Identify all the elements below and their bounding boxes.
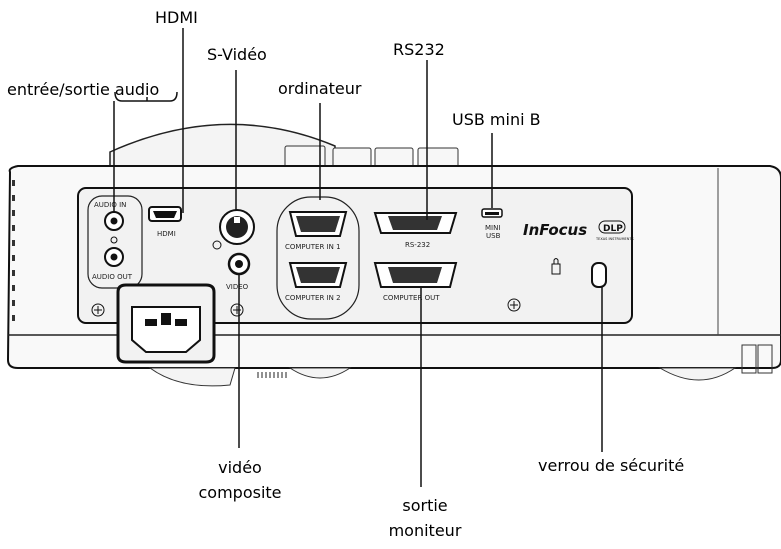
center-foot	[288, 367, 352, 379]
connector-panel	[77, 187, 633, 324]
audio-separator-icon	[110, 236, 118, 244]
svideo-key	[234, 217, 240, 223]
callout-video-composite-line1: vidéo	[218, 458, 262, 477]
svideo-icon	[212, 240, 222, 250]
power-pin-left	[145, 319, 157, 326]
callout-sortie-line1: sortie	[402, 496, 448, 515]
composite-video-hole	[235, 260, 243, 268]
lock-icon-shackle	[553, 258, 559, 264]
left-foot	[148, 367, 236, 387]
audio-out-label: AUDIO OUT	[92, 273, 133, 281]
hdmi-panel-label: HDMI	[157, 230, 176, 238]
callout-usb: USB mini B	[452, 110, 541, 129]
computer-out-port	[373, 262, 458, 288]
callout-lines	[113, 28, 603, 487]
power-pin-center	[161, 313, 171, 325]
rs232-panel-label: RS-232	[405, 241, 430, 249]
dlp-logo: DLP	[603, 224, 623, 234]
panel-screws	[91, 298, 521, 317]
infocus-logo: InFocus	[523, 221, 587, 239]
vent-holes	[12, 180, 15, 321]
callout-verrou: verrou de sécurité	[538, 456, 685, 475]
rs232-port	[373, 212, 458, 234]
callout-rs232: RS232	[393, 40, 445, 59]
right-foot	[658, 367, 737, 381]
computer-out-label: COMPUTER OUT	[383, 294, 440, 302]
computer-in-group-outline	[276, 196, 360, 320]
power-socket	[131, 306, 201, 353]
texas-instruments-label: TEXAS INSTRUMENTS	[595, 237, 634, 241]
video-panel-label: VIDEO	[226, 283, 249, 291]
power-pin-right	[175, 319, 187, 326]
computer-in-2-port	[288, 262, 348, 288]
security-lock-slot	[591, 262, 607, 288]
computer-in-1-label: COMPUTER IN 1	[285, 243, 341, 251]
usb-panel-label-2: USB	[486, 232, 501, 240]
computer-in-2-label: COMPUTER IN 2	[285, 294, 341, 302]
top-buttons	[284, 145, 459, 169]
lock-icon	[551, 263, 561, 275]
callout-video-composite-line2: composite	[198, 483, 282, 502]
computer-in-1-port	[288, 211, 348, 237]
usb-panel-label-1: MINI	[485, 224, 500, 232]
lens-hump	[109, 123, 336, 171]
callout-hdmi: HDMI	[155, 8, 198, 27]
callout-audio: entrée/sortie audio	[7, 80, 160, 99]
audio-out-hole	[110, 253, 118, 261]
adjust-wheel	[257, 372, 287, 378]
usb-slot	[485, 212, 499, 215]
audio-in-label: AUDIO IN	[94, 201, 126, 209]
callout-svideo: S-Vidéo	[207, 45, 267, 64]
callout-ordinateur: ordinateur	[278, 79, 362, 98]
callout-sortie-line2: moniteur	[388, 521, 462, 540]
svideo-inner	[226, 216, 248, 238]
audio-in-hole	[110, 217, 118, 225]
right-vent	[741, 344, 773, 374]
dlp-logo-frame	[598, 220, 626, 234]
hdmi-slot	[153, 211, 177, 218]
audio-group-outline	[87, 195, 143, 289]
